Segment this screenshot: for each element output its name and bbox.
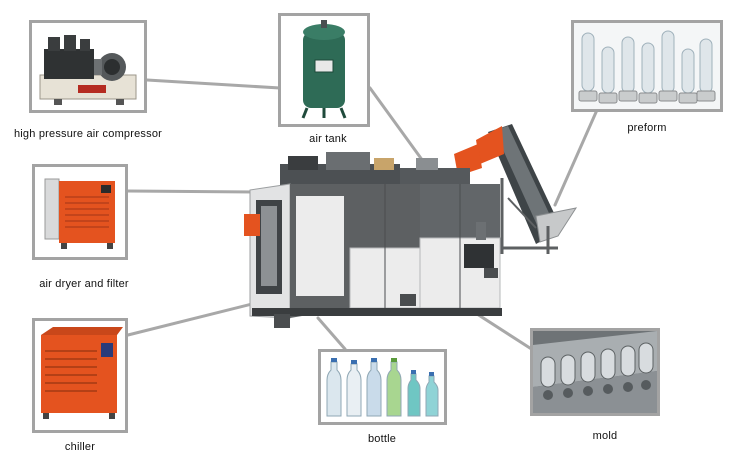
connector-air-tank <box>368 86 430 170</box>
bottle-photo <box>326 358 439 417</box>
chiller-label: chiller <box>64 441 96 453</box>
air-dryer-photo <box>44 178 115 249</box>
connector-bottle <box>316 316 347 351</box>
preform-label: preform <box>627 122 667 134</box>
connector-chiller <box>126 298 270 337</box>
compressor-label: high pressure air compressor <box>13 128 163 140</box>
connector-air-dryer <box>126 189 260 194</box>
mold-photo <box>533 331 657 413</box>
mold-label: mold <box>592 430 618 442</box>
air-dryer-label: air dryer and filter <box>39 278 129 290</box>
mold-frame <box>530 328 660 416</box>
air-compressor-photo <box>39 35 137 105</box>
machine-middle-body <box>349 184 501 309</box>
bottle-frame <box>318 349 447 425</box>
preform-photo <box>574 23 720 109</box>
machine-base <box>252 268 502 328</box>
blow-molding-machine-photo <box>244 124 578 328</box>
air-tank-frame <box>278 13 370 127</box>
machine-top-mechanics <box>280 152 470 188</box>
preform-feeder <box>454 124 578 254</box>
connector-compressor <box>145 78 282 90</box>
connector-preform <box>553 108 599 207</box>
preform-frame <box>571 20 723 112</box>
air-tank-label: air tank <box>309 133 347 145</box>
air-tank-photo <box>301 20 347 119</box>
bottle-label: bottle <box>367 433 397 445</box>
chiller-photo <box>41 327 123 419</box>
machine-left-module <box>244 183 350 319</box>
blow-molding-machine <box>240 118 580 334</box>
air-dryer-frame <box>32 164 128 260</box>
chiller-frame <box>32 318 128 433</box>
compressor-frame <box>29 20 147 113</box>
